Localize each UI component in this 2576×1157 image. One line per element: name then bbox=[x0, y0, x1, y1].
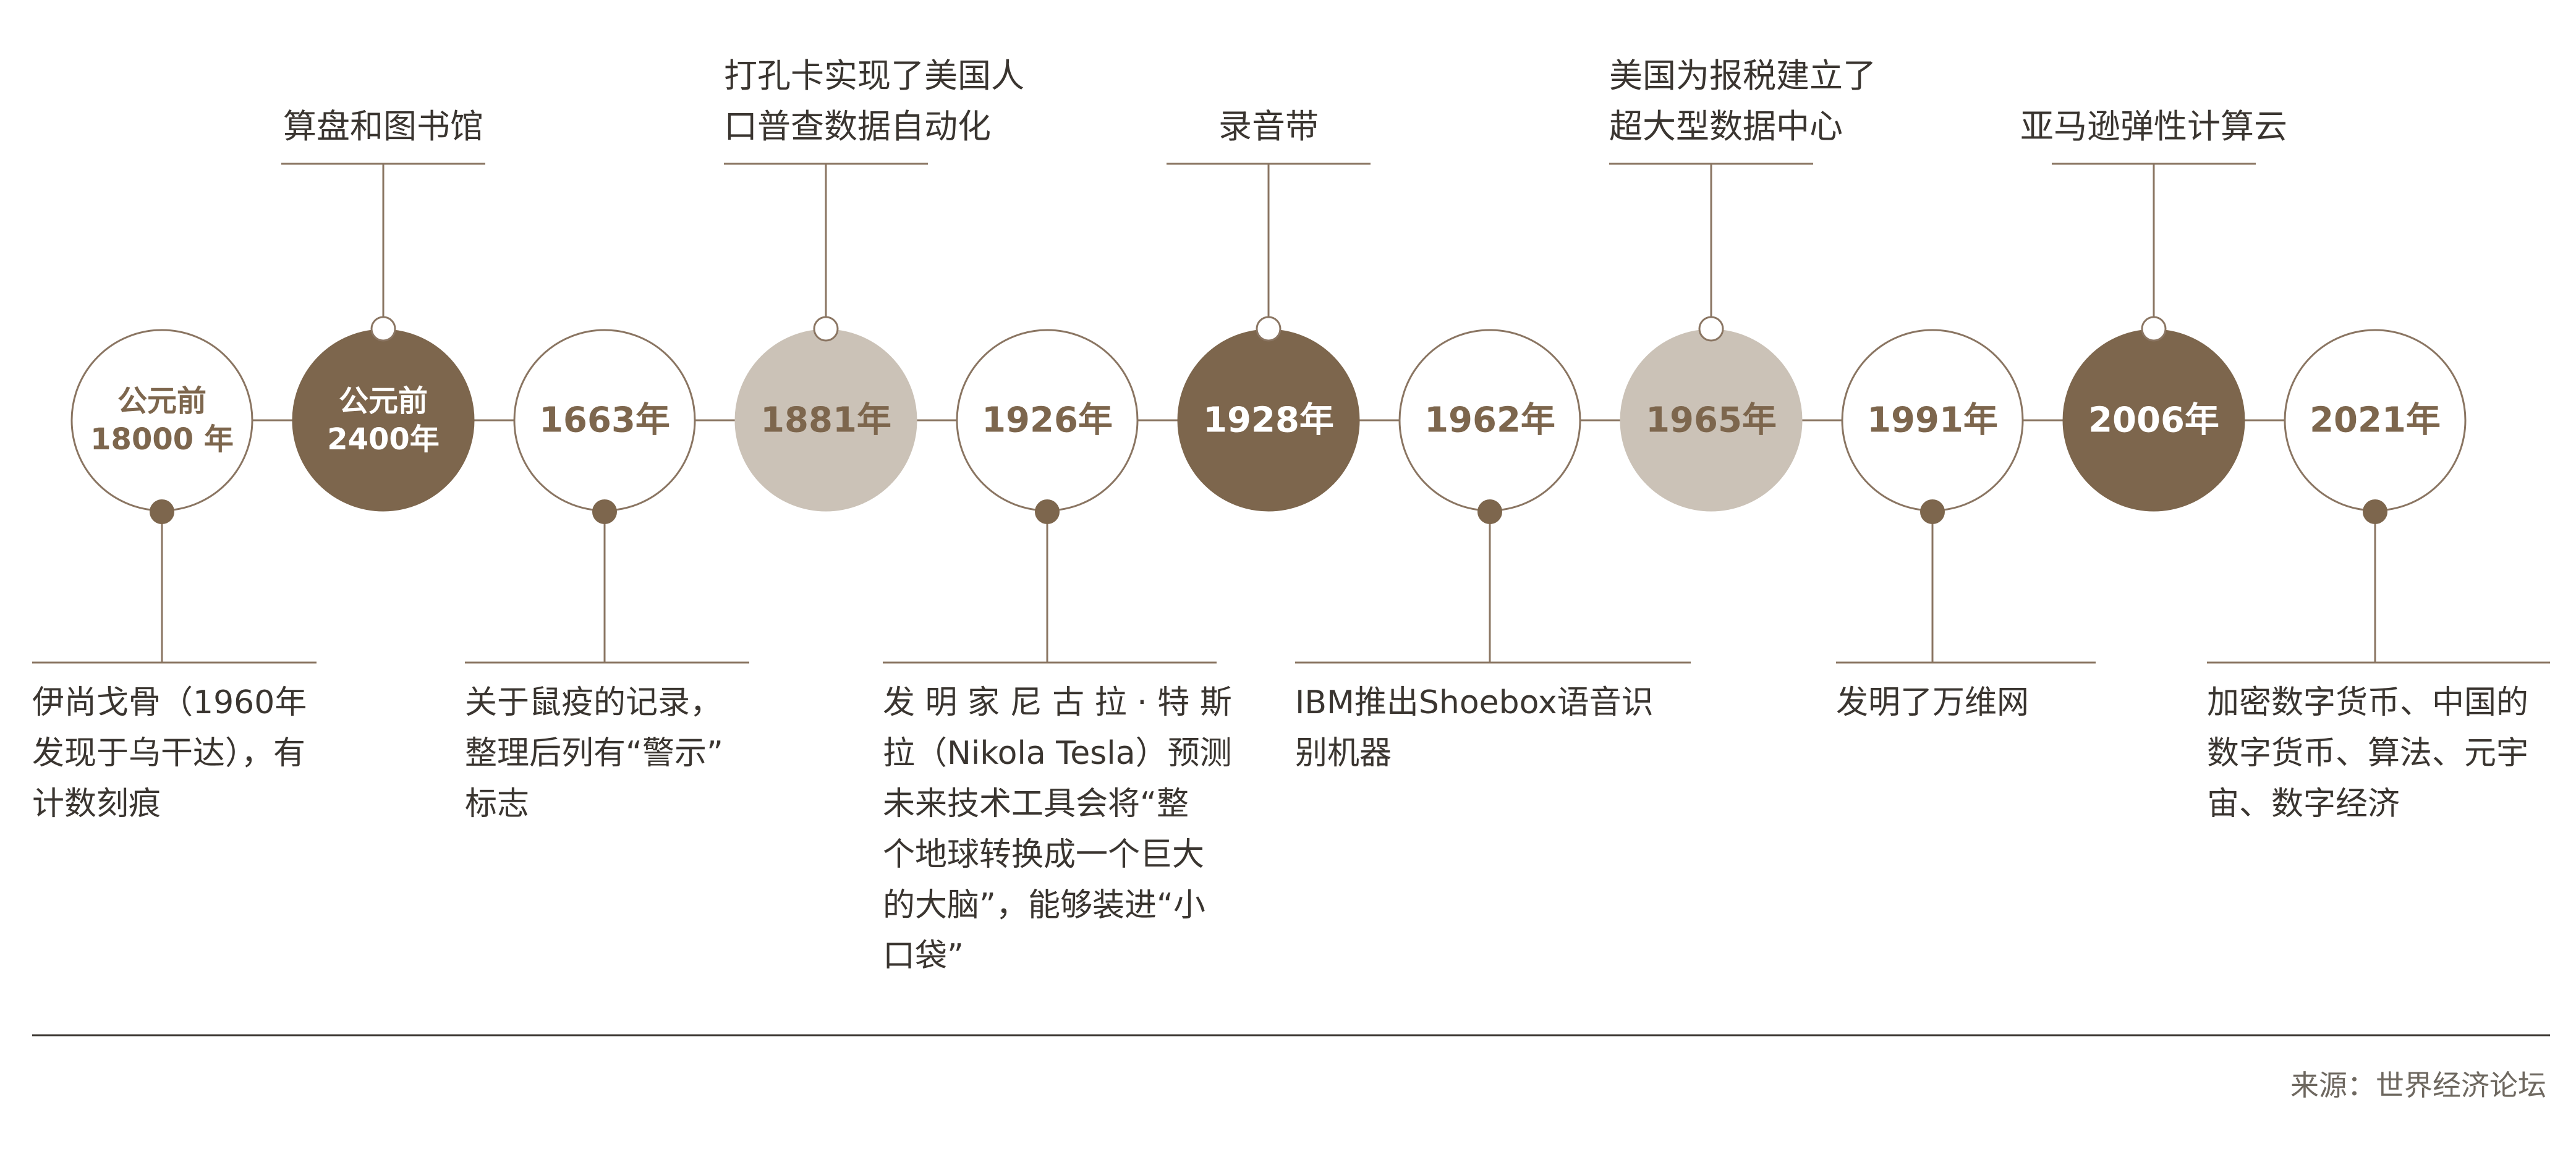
year-node: 1881年 bbox=[734, 329, 917, 512]
top-event-label: 打孔卡实现了美国人口普查数据自动化 bbox=[724, 51, 1024, 152]
bottom-event-line: 拉（Nikola Tesla）预测 bbox=[883, 735, 1232, 772]
top-connector-dot bbox=[1698, 316, 1724, 342]
year-node-label: 1881年 bbox=[760, 400, 891, 441]
top-event-line: 口普查数据自动化 bbox=[724, 107, 991, 146]
bottom-event-line: 个地球转换成一个巨大 bbox=[883, 836, 1205, 873]
bottom-event-line: 别机器 bbox=[1295, 735, 1392, 772]
year-node: 2021年 bbox=[2284, 329, 2467, 512]
bottom-event bbox=[883, 512, 1217, 664]
year-node-circle bbox=[292, 329, 475, 512]
bottom-event bbox=[32, 512, 317, 664]
bottom-event-line: 标志 bbox=[465, 786, 530, 823]
year-node-label: 2021年 bbox=[2310, 400, 2441, 441]
bottom-connector-dot bbox=[1035, 499, 1060, 524]
year-node-label: 2400年 bbox=[327, 422, 440, 457]
bottom-event-description: 伊尚戈骨（1960年发现于乌干达），有计数刻痕 bbox=[32, 677, 307, 829]
bottom-event-line: 整理后列有“警示” bbox=[465, 735, 723, 772]
bottom-event-description: IBM推出Shoebox语音识别机器 bbox=[1295, 677, 1654, 779]
top-event bbox=[724, 163, 928, 316]
source-note: 来源：世界经济论坛 bbox=[2290, 1069, 2546, 1102]
bottom-event-line: 发现于乌干达），有 bbox=[32, 735, 306, 772]
year-node: 1926年 bbox=[956, 329, 1139, 512]
top-event-line: 录音带 bbox=[1218, 107, 1319, 146]
connector-dots bbox=[150, 316, 2387, 524]
connector-lines bbox=[32, 163, 2550, 664]
bottom-event-line: 宙、数字经济 bbox=[2207, 786, 2400, 823]
year-node-label: 18000 年 bbox=[90, 422, 234, 457]
year-node-label: 2006年 bbox=[2088, 400, 2219, 441]
year-node-label: 1926年 bbox=[982, 400, 1113, 441]
bottom-connector-dot bbox=[2363, 499, 2387, 524]
top-event bbox=[1167, 163, 1371, 316]
year-node-label: 1928年 bbox=[1203, 400, 1334, 441]
year-node: 1928年 bbox=[1177, 329, 1360, 512]
year-node-label: 公元前 bbox=[339, 384, 428, 418]
bottom-event-line: 加密数字货币、中国的 bbox=[2207, 684, 2529, 721]
year-node: 公元前 18000 年 bbox=[70, 329, 253, 512]
top-event-line: 算盘和图书馆 bbox=[283, 107, 483, 146]
year-node-label: 1663年 bbox=[539, 400, 670, 441]
bottom-connector-dot bbox=[1477, 499, 1502, 524]
year-node: 1962年 bbox=[1398, 329, 1581, 512]
bottom-event-line: 发明了万维网 bbox=[1836, 684, 2030, 721]
top-event-label: 算盘和图书馆 bbox=[283, 101, 483, 152]
year-node-label: 1991年 bbox=[1867, 400, 1998, 441]
bottom-event-line: 未来技术工具会将“整 bbox=[883, 786, 1189, 823]
top-event bbox=[2052, 163, 2256, 316]
bottom-event-line: IBM推出Shoebox语音识 bbox=[1295, 684, 1654, 721]
bottom-event bbox=[1295, 512, 1691, 664]
bottom-event-description: 关于鼠疫的记录， 整理后列有“警示” 标志 bbox=[465, 677, 723, 829]
year-node: 1965年 bbox=[1620, 329, 1803, 512]
bottom-event-line: 口袋” bbox=[883, 938, 964, 975]
top-event-line: 打孔卡实现了美国人 bbox=[724, 56, 1024, 95]
bottom-event-line: 关于鼠疫的记录， bbox=[465, 684, 723, 721]
bottom-event bbox=[465, 512, 749, 664]
top-event-line: 美国为报税建立了 bbox=[1609, 56, 1876, 95]
bottom-event-line: 伊尚戈骨（1960年 bbox=[32, 684, 307, 721]
top-event-label: 亚马逊弹性计算云 bbox=[2020, 101, 2287, 152]
year-node-label: 1965年 bbox=[1646, 400, 1777, 441]
top-event-line: 超大型数据中心 bbox=[1609, 107, 1843, 146]
top-connector-dot bbox=[2141, 316, 2167, 342]
bottom-event-description: 发 明 家 尼 古 拉 · 特 斯拉（Nikola Tesla）预测未来技术工具… bbox=[883, 677, 1232, 981]
year-node: 公元前 2400年 bbox=[292, 329, 475, 512]
bottom-event bbox=[2207, 512, 2550, 664]
year-node: 1663年 bbox=[513, 329, 696, 512]
bottom-event-line: 数字货币、算法、元宇 bbox=[2207, 735, 2529, 772]
top-event bbox=[1609, 163, 1813, 316]
bottom-event-line: 的大脑”，能够装进“小 bbox=[883, 887, 1205, 924]
top-connector-dot bbox=[370, 316, 396, 342]
top-event bbox=[281, 163, 485, 316]
bottom-connector-dot bbox=[1920, 499, 1945, 524]
year-node-label: 公元前 bbox=[117, 384, 206, 418]
top-connector-dot bbox=[813, 316, 839, 342]
bottom-connector-dot bbox=[592, 499, 617, 524]
year-node: 2006年 bbox=[2062, 329, 2245, 512]
top-event-line: 亚马逊弹性计算云 bbox=[2020, 107, 2287, 146]
top-event-label: 美国为报税建立了超大型数据中心 bbox=[1609, 51, 1876, 152]
bottom-event-description: 加密数字货币、中国的数字货币、算法、元宇宙、数字经济 bbox=[2207, 677, 2528, 829]
bottom-connector-dot bbox=[150, 499, 174, 524]
bottom-event-line: 计数刻痕 bbox=[32, 786, 161, 823]
bottom-event-line: 发 明 家 尼 古 拉 · 特 斯 bbox=[883, 684, 1232, 721]
year-node-circle bbox=[70, 329, 253, 512]
bottom-event-description: 发明了万维网 bbox=[1836, 677, 2029, 728]
bottom-event bbox=[1836, 512, 2096, 664]
top-event-label: 录音带 bbox=[1218, 101, 1319, 152]
year-node-label: 1962年 bbox=[1424, 400, 1555, 441]
year-node: 1991年 bbox=[1841, 329, 2024, 512]
top-connector-dot bbox=[1256, 316, 1282, 342]
